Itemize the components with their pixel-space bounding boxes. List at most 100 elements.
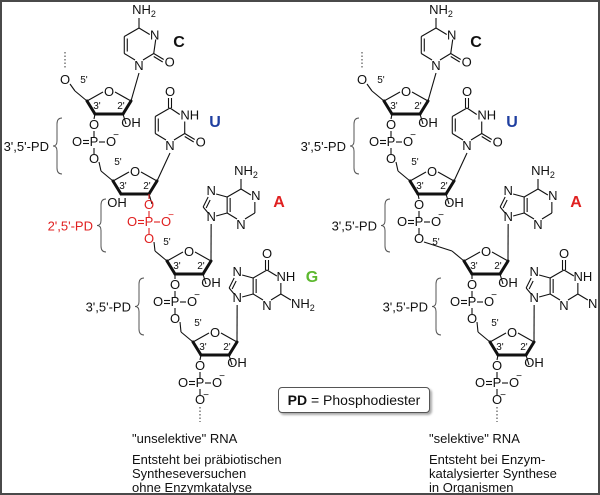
anionic-oxygen: O xyxy=(484,294,494,309)
wedge-bond xyxy=(498,259,510,276)
brace-shape xyxy=(349,117,360,175)
bond xyxy=(491,251,509,262)
wedge-bond xyxy=(382,99,394,116)
amino-group: NH2 xyxy=(429,2,453,19)
bond xyxy=(74,90,88,102)
negative-charge: − xyxy=(194,290,200,301)
position-5prime: 5' xyxy=(491,318,499,329)
position-3prime: 3' xyxy=(496,342,504,353)
bond xyxy=(142,53,155,61)
phosphorus: P xyxy=(493,375,502,390)
base-letter-A: A xyxy=(273,194,285,211)
ring-nitrogen: N xyxy=(548,188,557,203)
bond xyxy=(541,212,553,220)
ring-nh: NH xyxy=(276,269,295,284)
position-3prime: 3' xyxy=(390,101,398,112)
bond xyxy=(226,188,242,198)
position-3prime: 3' xyxy=(93,101,101,112)
caption-line: in Organismen xyxy=(429,480,514,493)
oxo-oxygen: O xyxy=(450,294,460,309)
bond xyxy=(437,171,455,182)
negative-charge: − xyxy=(438,210,444,221)
bond xyxy=(153,53,165,60)
bond xyxy=(123,53,136,61)
bond xyxy=(421,27,437,37)
bond xyxy=(496,354,499,361)
position-2prime: 2' xyxy=(117,101,125,112)
ribose-sugar: O3'2' xyxy=(397,164,456,205)
carbonyl-oxygen: O xyxy=(196,135,206,150)
ring-oxygen: O xyxy=(184,244,194,259)
carbonyl-oxygen: O xyxy=(559,246,569,261)
hydroxyl-2prime: OH xyxy=(201,275,221,290)
phosphorus: P xyxy=(387,134,396,149)
ester-oxygen: O xyxy=(492,358,502,373)
hydroxyl-2prime: OH xyxy=(498,275,518,290)
bond xyxy=(220,332,238,343)
bond xyxy=(523,188,539,198)
brace-shape xyxy=(52,117,63,175)
hydroxyl-2prime: OH xyxy=(524,355,544,370)
base-letter-G: G xyxy=(306,269,318,286)
caption-line: Entsteht bei Enzym- xyxy=(429,452,545,467)
ribose-sugar: O3'2' xyxy=(100,164,159,205)
bond xyxy=(371,90,385,102)
base-letter-C: C xyxy=(470,34,482,51)
bond xyxy=(450,56,461,63)
ester-oxygen: O xyxy=(467,277,477,292)
bond xyxy=(202,273,207,285)
carbonyl-oxygen: O xyxy=(493,135,503,150)
position-5prime: 5' xyxy=(432,237,440,248)
anionic-oxygen: O xyxy=(431,214,441,229)
bond xyxy=(124,27,140,37)
ester-oxygen: O xyxy=(144,197,154,212)
ring-nitrogen: N xyxy=(251,188,260,203)
bond xyxy=(499,273,504,285)
bond xyxy=(280,293,292,301)
hydroxyl-2prime: OH xyxy=(227,355,247,370)
carbonyl-oxygen: O xyxy=(462,55,472,70)
bond xyxy=(202,196,209,208)
wedge-bond xyxy=(85,99,97,116)
bond xyxy=(419,113,424,125)
ring-nitrogen: N xyxy=(559,298,568,313)
position-5prime: 5' xyxy=(377,75,385,86)
oxo-oxygen: O xyxy=(72,134,82,149)
bond xyxy=(567,293,579,301)
position-2prime: 2' xyxy=(143,181,151,192)
bond xyxy=(466,107,478,115)
bond xyxy=(525,287,532,295)
ester-oxygen: O xyxy=(414,231,424,246)
bond xyxy=(523,212,535,220)
linkage-label: 3',5'-PD xyxy=(86,300,131,315)
brace-shape xyxy=(96,198,107,253)
carbonyl-oxygen: O xyxy=(462,84,472,99)
bond xyxy=(154,133,167,141)
bond xyxy=(549,293,561,301)
ring-nitrogen: N xyxy=(462,138,471,153)
ester-oxygen: O xyxy=(195,358,205,373)
bond xyxy=(537,188,549,196)
bond xyxy=(184,136,195,143)
bond xyxy=(450,39,454,54)
bond xyxy=(166,251,184,262)
position-2prime: 2' xyxy=(414,101,422,112)
ring-nh: NH xyxy=(180,108,199,123)
linkage-label: 2',5'-PD xyxy=(48,219,93,234)
linkage-label: 3',5'-PD xyxy=(301,139,346,154)
bond xyxy=(100,170,114,182)
caption-line: Syntheseversuchen xyxy=(132,466,246,481)
anionic-oxygen: O xyxy=(187,294,197,309)
wedge-bond xyxy=(201,259,213,276)
position-3prime: 3' xyxy=(173,261,181,272)
ring-nitrogen: N xyxy=(529,264,538,279)
ester-oxygen: O xyxy=(467,311,477,326)
position-5prime: 5' xyxy=(163,237,171,248)
bond xyxy=(153,56,164,63)
ring-oxygen: O xyxy=(210,325,220,340)
